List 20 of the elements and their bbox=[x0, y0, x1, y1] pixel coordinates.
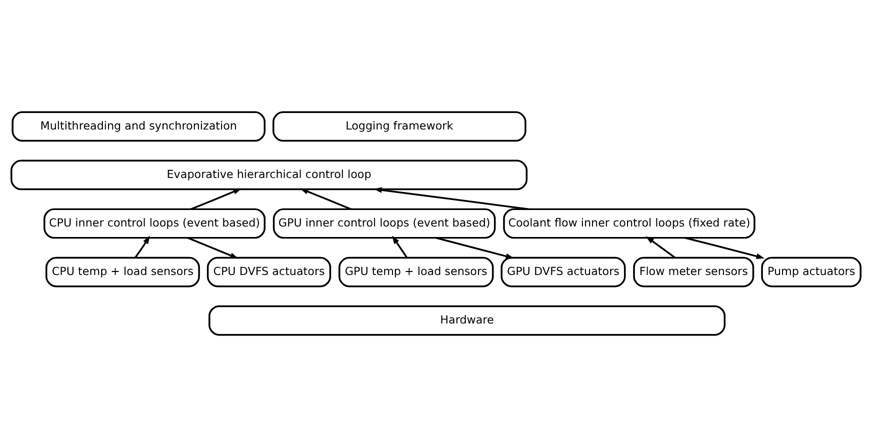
node-box: Coolant flow inner control loops (fixed rate) bbox=[503, 208, 756, 239]
arrow bbox=[374, 187, 529, 210]
node-box: CPU DVFS actuators bbox=[206, 256, 332, 288]
node-box: GPU temp + load sensors bbox=[338, 256, 494, 288]
arrow bbox=[134, 236, 150, 258]
arrow bbox=[187, 237, 238, 259]
node-box: CPU temp + load sensors bbox=[46, 256, 200, 288]
node-box: GPU inner control loops (event based) bbox=[272, 208, 496, 239]
node-box: CPU inner control loops (event based) bbox=[44, 208, 266, 239]
node-box: GPU DVFS actuators bbox=[500, 256, 626, 288]
node-box: Logging framework bbox=[272, 111, 526, 142]
node-box: Evaporative hierarchical control loop bbox=[10, 160, 528, 190]
arrow bbox=[646, 236, 676, 258]
node-box: Flow meter sensors bbox=[633, 256, 754, 288]
node-box: Pump actuators bbox=[761, 256, 862, 288]
node-box: Multithreading and synchronization bbox=[12, 111, 266, 142]
node-box: Hardware bbox=[208, 305, 726, 336]
arrow bbox=[392, 236, 408, 258]
arrow bbox=[436, 237, 514, 260]
arrow bbox=[684, 237, 765, 260]
